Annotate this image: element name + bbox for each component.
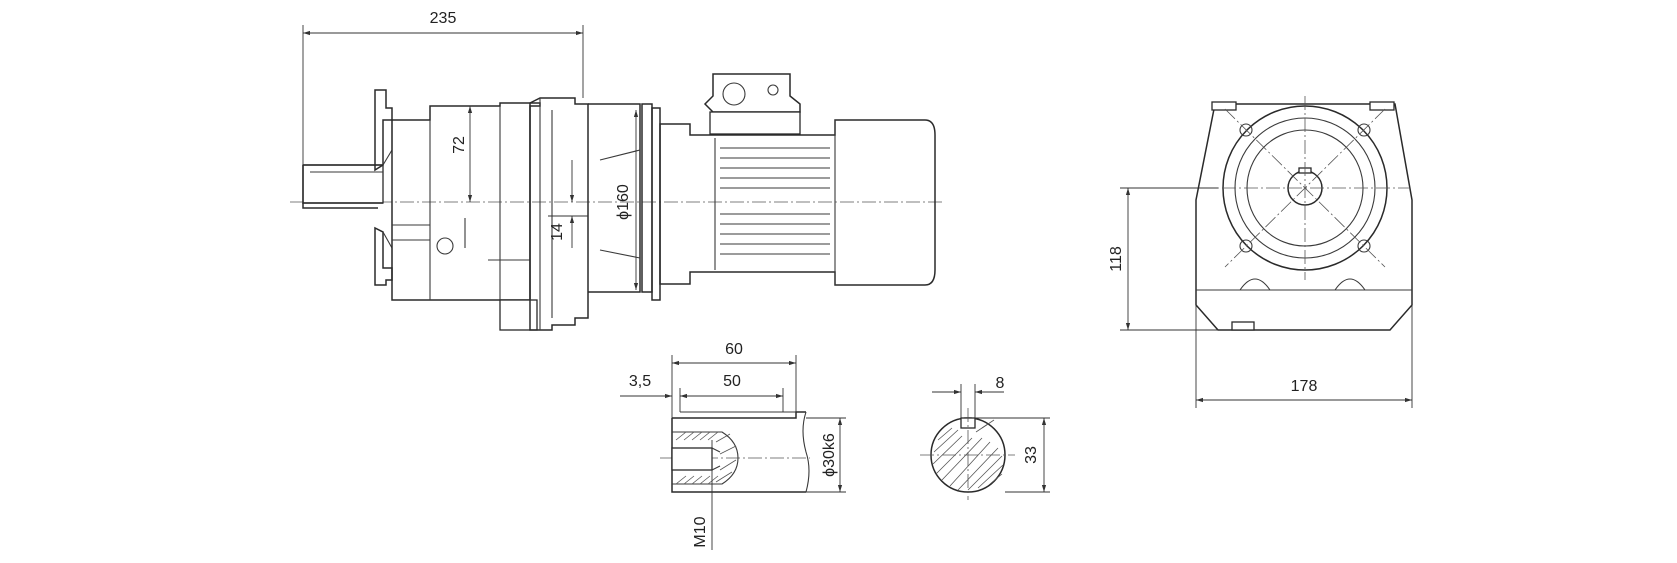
terminal-box — [703, 73, 801, 113]
flange-height-label: 72 — [451, 136, 468, 154]
threaded-hole — [671, 431, 739, 485]
dimension-flange-height: 72 — [451, 106, 473, 202]
key-offset-label: 3,5 — [629, 373, 651, 390]
output-shaft — [302, 164, 384, 209]
cable-gland-icon — [722, 82, 746, 106]
screw-icon — [767, 84, 779, 96]
overall-length-label: 235 — [430, 10, 457, 27]
flange-diameter-label: ϕ160 — [615, 184, 632, 220]
axis-height-label: 118 — [1108, 246, 1125, 272]
shaft-offset-label: 14 — [549, 223, 566, 241]
shaft-detail: 60 50 3,5 ϕ30k6 M10 — [620, 341, 846, 550]
housing-width-label: 178 — [1291, 378, 1318, 395]
motor-adapter — [588, 103, 661, 301]
key-height-label: 33 — [1023, 446, 1040, 464]
front-view: 118 178 — [1108, 96, 1413, 408]
shaft-diameter-label: ϕ30k6 — [821, 433, 838, 477]
thread-label: M10 — [692, 516, 709, 547]
shaft-length-label: 60 — [725, 341, 743, 358]
side-view: 235 72 14 ϕ160 — [290, 10, 945, 331]
dimension-overall-length: 235 — [302, 10, 584, 165]
gear-housing-2 — [529, 97, 589, 331]
shaft-cross-section: 8 33 — [920, 375, 1050, 500]
key-width-label: 8 — [996, 375, 1005, 392]
gear-housing-1 — [391, 102, 541, 331]
dimension-shaft-offset: 14 — [548, 160, 588, 248]
key-length-label: 50 — [723, 373, 741, 390]
section-hatch — [932, 419, 1004, 491]
bolt-holes — [1239, 123, 1371, 253]
dimension-flange-diameter: ϕ160 — [615, 110, 639, 290]
drain-plug-icon — [436, 237, 454, 255]
motor — [659, 73, 936, 286]
